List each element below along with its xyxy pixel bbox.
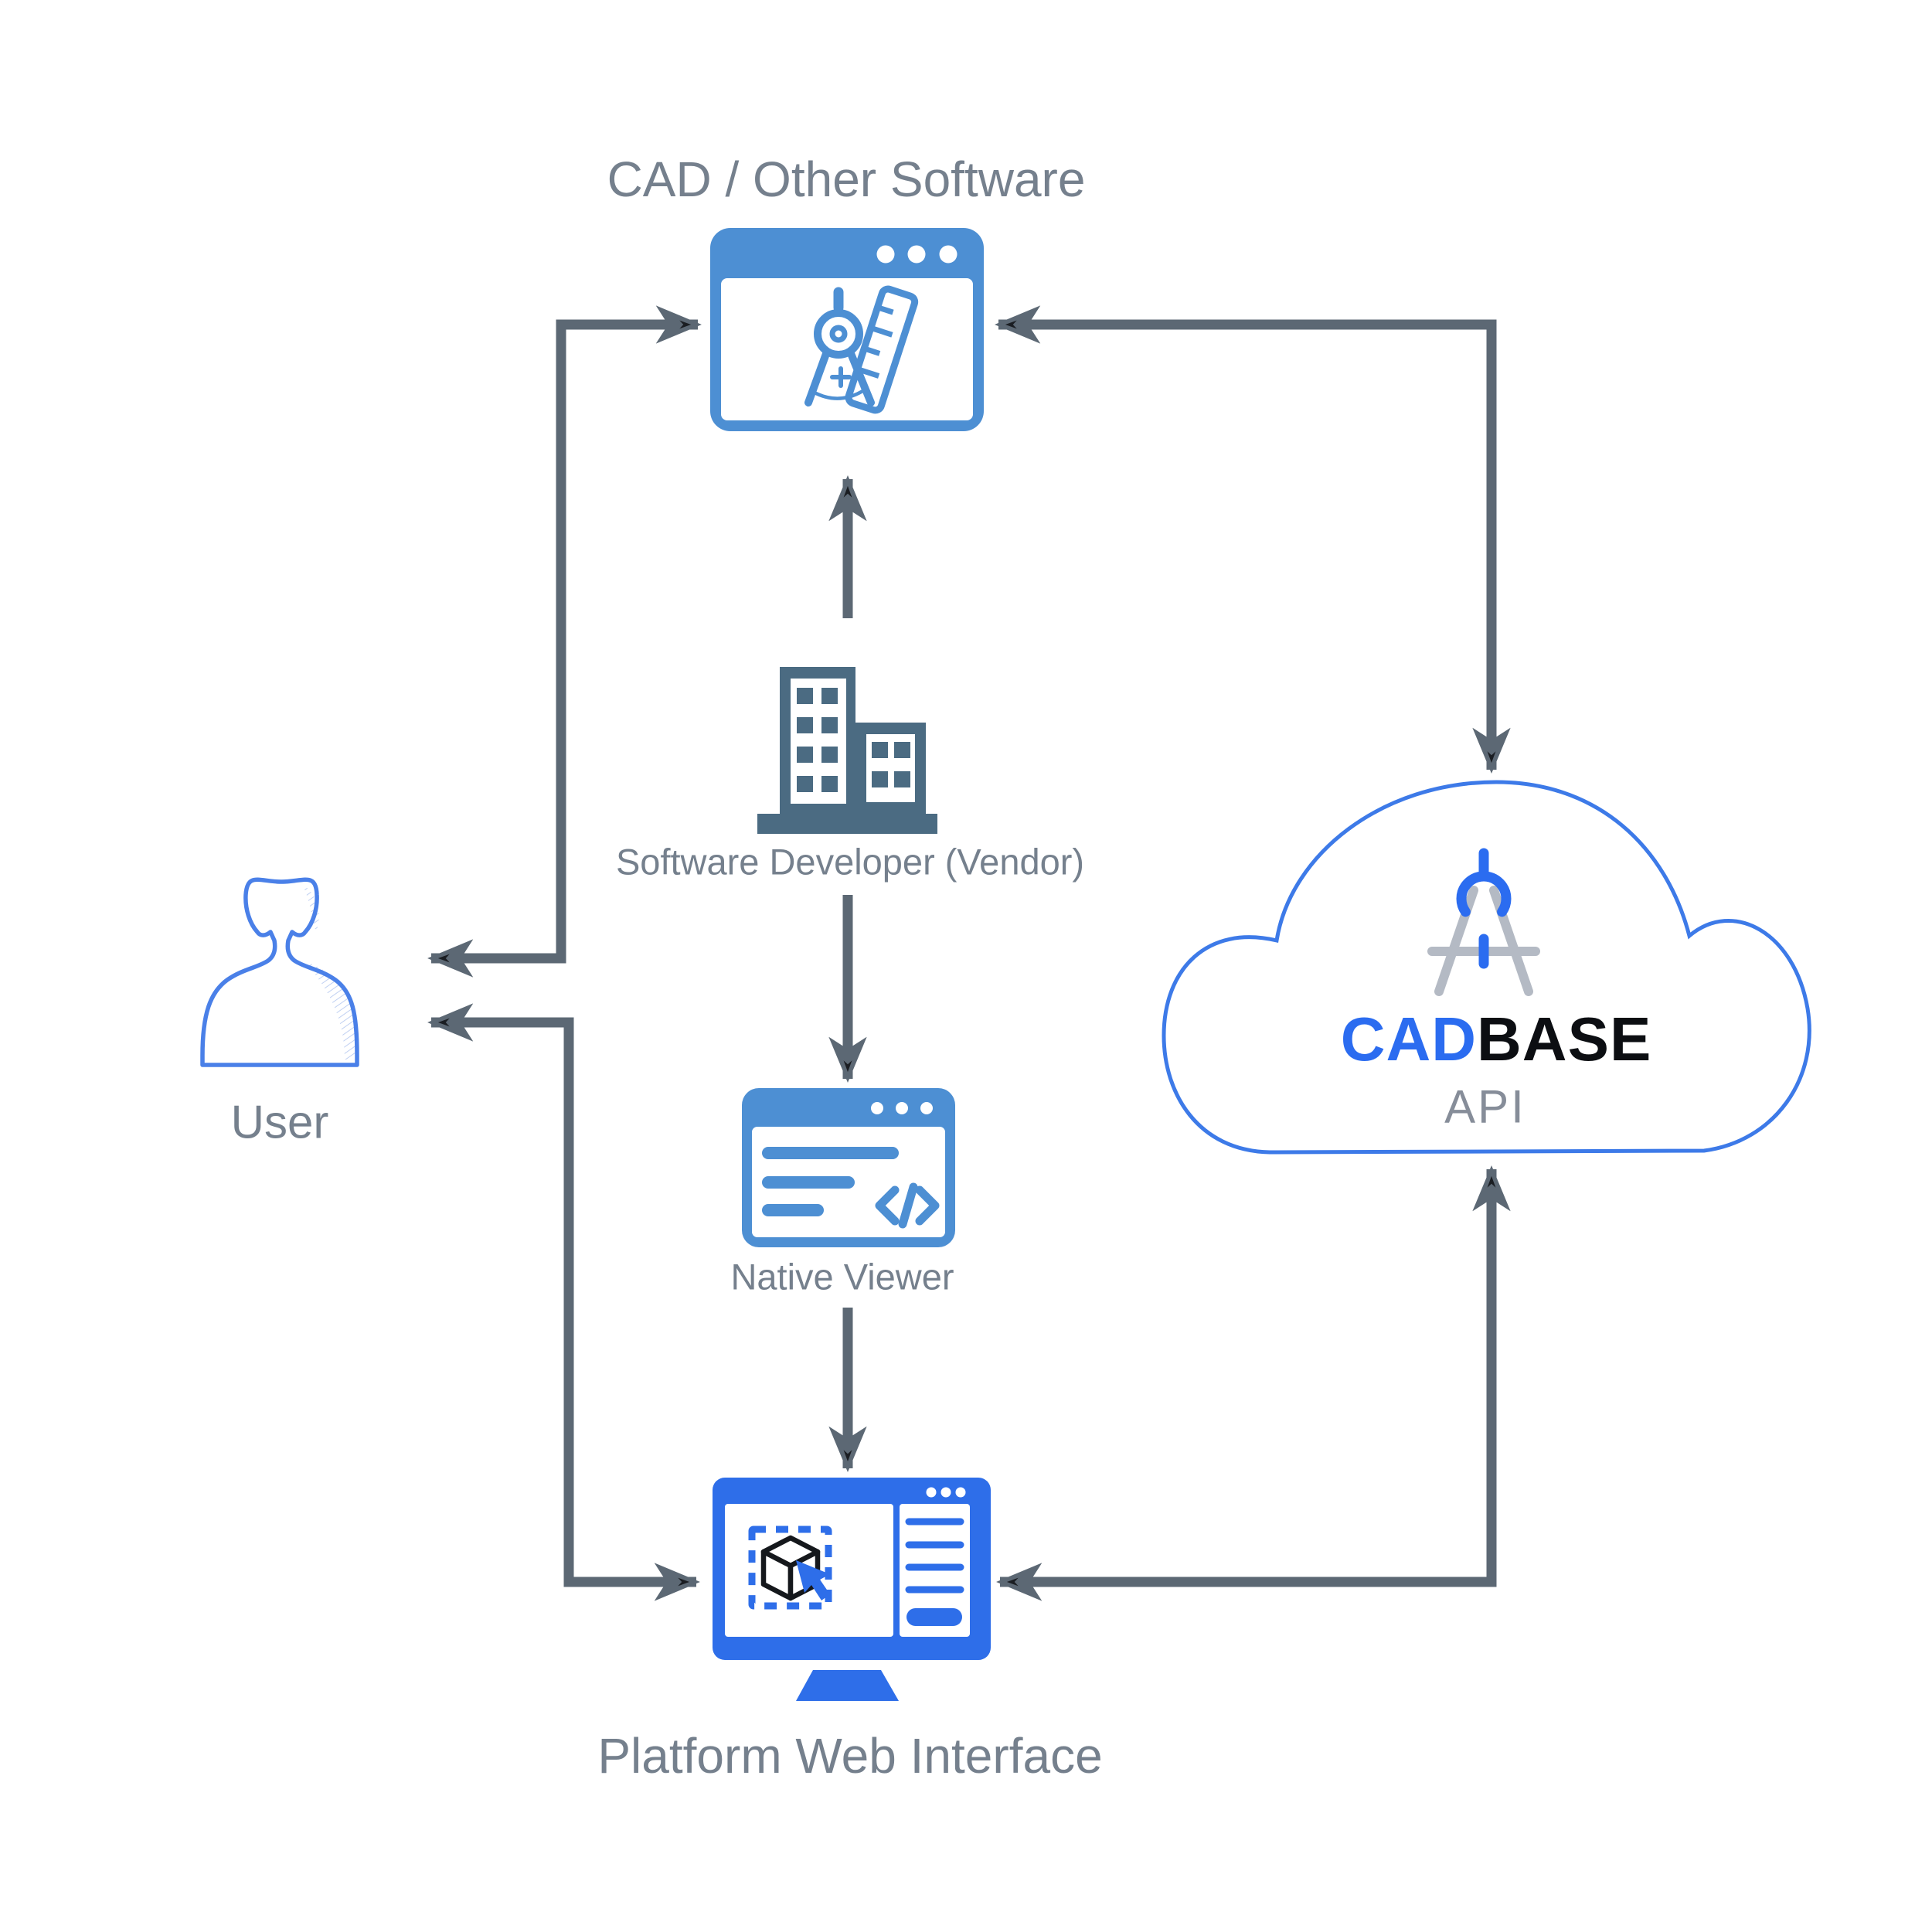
cad-window-icon: [710, 228, 984, 431]
window-dot: [955, 1487, 966, 1498]
native-viewer-label: Native Viewer: [730, 1256, 954, 1298]
cadbase-cloud: [1162, 780, 1811, 1155]
cadbase-brand: CADBASE: [1341, 1004, 1652, 1075]
connector-user-cad: [427, 305, 702, 978]
code-brackets-icon: [875, 1182, 940, 1229]
sidebar-menu-lines: [905, 1518, 964, 1594]
connector-user-platform: [427, 1003, 700, 1601]
native-viewer-icon: [742, 1088, 955, 1247]
connector-lines: [427, 305, 1511, 1601]
sidebar-button-shape: [906, 1608, 962, 1626]
cadbase-api-label: API: [1444, 1080, 1526, 1133]
cadbase-brand-base: BASE: [1477, 1005, 1652, 1073]
connector-platform-cloud: [996, 1165, 1511, 1601]
monitor-stand: [796, 1670, 899, 1701]
cad-software-label: CAD / Other Software: [607, 151, 1086, 207]
window-dot: [896, 1102, 908, 1114]
drafting-compass-logo-icon: [1427, 848, 1540, 996]
cadbase-brand-cad: CAD: [1340, 1005, 1478, 1073]
compass-ruler-icon: [804, 285, 919, 414]
cursor-icon: [796, 1560, 830, 1600]
window-dot: [926, 1487, 937, 1498]
window-dot: [920, 1102, 933, 1114]
selection-dashed-box: [748, 1526, 832, 1610]
user-icon: [200, 877, 359, 1067]
window-dot: [871, 1102, 883, 1114]
window-dot: [907, 245, 926, 264]
user-label: User: [230, 1096, 329, 1148]
platform-monitor-icon: [713, 1478, 991, 1701]
connector-cad-cloud: [995, 305, 1511, 774]
window-dot: [939, 245, 957, 264]
window-dot: [940, 1487, 951, 1498]
building-icon: [757, 667, 937, 834]
platform-web-interface-label: Platform Web Interface: [597, 1728, 1103, 1784]
software-developer-label: Software Developer (Vendor): [615, 841, 1085, 883]
window-dot: [876, 245, 895, 264]
